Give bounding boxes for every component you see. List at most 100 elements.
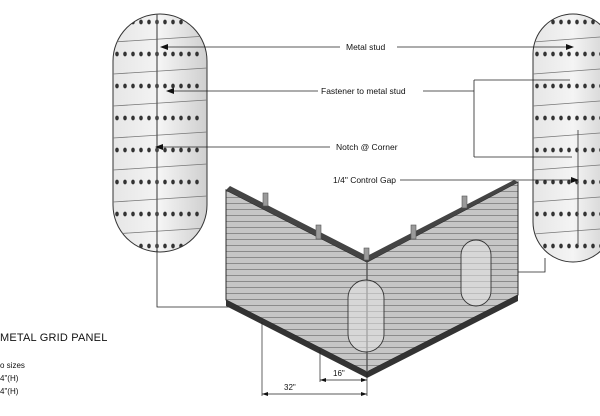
fastener-hole xyxy=(163,179,167,185)
fastener-hole xyxy=(535,147,539,153)
fastener-hole xyxy=(567,51,571,57)
fastener-hole xyxy=(123,243,127,249)
metal-grid-panel xyxy=(225,180,519,378)
fastener-hole xyxy=(115,19,119,25)
fastener-hole xyxy=(139,51,143,57)
fastener-hole xyxy=(195,211,199,217)
fastener-hole xyxy=(575,83,579,89)
fastener-hole xyxy=(131,115,135,121)
fastener-hole xyxy=(179,211,183,217)
fastener-hole xyxy=(139,147,143,153)
fastener-hole xyxy=(179,51,183,57)
legend-size-2: 4"(H) xyxy=(0,387,19,396)
fastener-hole xyxy=(567,211,571,217)
fastener-hole xyxy=(583,83,587,89)
fastener-hole xyxy=(139,115,143,121)
fastener-hole xyxy=(123,115,127,121)
fastener-hole xyxy=(131,83,135,89)
fastener-hole xyxy=(551,19,555,25)
dimension-16: 16" xyxy=(333,369,345,378)
fastener-hole xyxy=(195,115,199,121)
fastener-hole xyxy=(123,83,127,89)
fastener-hole xyxy=(163,19,167,25)
fastener-hole xyxy=(171,83,175,89)
fastener-hole xyxy=(139,83,143,89)
fastener-hole xyxy=(115,179,119,185)
fastener-hole xyxy=(559,243,563,249)
fastener-hole xyxy=(543,83,547,89)
fastener-hole xyxy=(171,51,175,57)
fastener-hole xyxy=(551,51,555,57)
fastener-hole xyxy=(131,243,135,249)
fastener-hole xyxy=(559,147,563,153)
fastener-hole xyxy=(583,147,587,153)
fastener-hole xyxy=(591,19,595,25)
fastener-hole xyxy=(195,19,199,25)
fastener-hole xyxy=(559,51,563,57)
fastener-hole xyxy=(115,243,119,249)
fastener-hole xyxy=(543,147,547,153)
fastener-hole xyxy=(591,115,595,121)
fastener-hole xyxy=(147,115,151,121)
fastener-hole xyxy=(139,179,143,185)
fastener-hole xyxy=(171,179,175,185)
right-detail-capsule xyxy=(532,13,600,263)
fastener-hole xyxy=(535,51,539,57)
fastener-hole xyxy=(131,147,135,153)
fastener-hole xyxy=(543,179,547,185)
fastener-hole xyxy=(551,147,555,153)
callout-fastener: Fastener to metal stud xyxy=(321,86,406,96)
fastener-hole xyxy=(163,83,167,89)
fastener-hole xyxy=(543,115,547,121)
fastener-hole xyxy=(147,147,151,153)
fastener-hole xyxy=(123,51,127,57)
rib-line xyxy=(113,195,207,203)
callout-control-gap: 1/4" Control Gap xyxy=(333,175,397,185)
fastener-hole xyxy=(115,211,119,217)
rib-line xyxy=(113,67,207,75)
rib-line xyxy=(113,99,207,107)
fastener-hole xyxy=(567,115,571,121)
fastener-hole xyxy=(551,115,555,121)
fastener-hole xyxy=(551,211,555,217)
fastener-hole xyxy=(535,179,539,185)
fastener-hole xyxy=(187,179,191,185)
dimension-arrows xyxy=(262,378,367,396)
fastener-hole xyxy=(171,147,175,153)
fastener-hole xyxy=(567,83,571,89)
fastener-hole xyxy=(123,19,127,25)
rib-line xyxy=(113,227,207,235)
fastener-hole xyxy=(567,147,571,153)
rib-line xyxy=(113,35,207,43)
legend-title: METAL GRID PANEL xyxy=(0,332,108,344)
fastener-hole xyxy=(187,83,191,89)
fastener-hole xyxy=(179,19,183,25)
fastener-hole xyxy=(559,83,563,89)
fastener-hole xyxy=(115,83,119,89)
fastener-hole xyxy=(187,211,191,217)
fastener-hole xyxy=(163,115,167,121)
fastener-hole xyxy=(171,211,175,217)
fastener-hole xyxy=(583,211,587,217)
fastener-hole xyxy=(567,243,571,249)
dimension-lines xyxy=(261,322,368,396)
fastener-hole xyxy=(179,115,183,121)
fastener-hole xyxy=(147,211,151,217)
rib-line xyxy=(113,131,207,139)
fastener-hole xyxy=(559,211,563,217)
left-detail-capsule xyxy=(112,13,208,253)
fastener-hole xyxy=(535,211,539,217)
fastener-hole xyxy=(187,51,191,57)
fastener-hole xyxy=(591,83,595,89)
fastener-hole xyxy=(115,51,119,57)
fastener-hole xyxy=(583,19,587,25)
fastener-hole xyxy=(591,179,595,185)
fastener-hole xyxy=(543,243,547,249)
fastener-hole xyxy=(163,243,167,249)
fastener-hole xyxy=(543,211,547,217)
callout-notch: Notch @ Corner xyxy=(336,142,398,152)
fastener-hole xyxy=(195,179,199,185)
fastener-hole xyxy=(123,147,127,153)
fastener-hole xyxy=(123,179,127,185)
fastener-hole xyxy=(575,51,579,57)
